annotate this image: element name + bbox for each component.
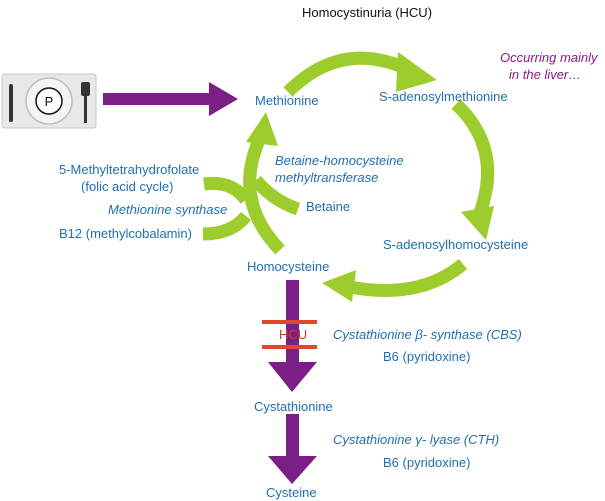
cycle-arc-hcy-to-met [243,135,285,255]
cycle-arc-sah-to-hcy [348,258,468,297]
b12-label: B12 (methylcobalamin) [59,226,192,241]
cysteine-label: Cysteine [266,485,317,500]
liver-note-line2: in the liver… [509,67,582,82]
block-bar-bottom [262,345,317,349]
mthf-label-line1: 5-Methyltetrahydrofolate [59,162,200,177]
arrowhead-methionine [246,112,278,146]
hcu-block-label: HCU [279,327,308,342]
sah-label: S-adenosylhomocysteine [383,237,529,252]
methionine-cycle [202,51,495,297]
cycle-arrowheads [246,52,494,302]
cystathionine-to-cysteine-head [268,456,317,484]
arrowhead-homocysteine [322,270,356,302]
diagram-title: Homocystinuria (HCU) [302,5,433,20]
betaine-branch [250,175,301,216]
methionine-label: Methionine [255,93,319,108]
liver-note-line1: Occurring mainly [500,50,598,65]
cycle-arc-sam-to-sah [451,99,495,221]
arrowhead-sah [461,206,494,240]
mthf-label-line2: (folic acid cycle) [81,179,174,194]
plate-letter: P [45,94,54,109]
mthf-branch [203,176,252,205]
hcy-to-cystathionine-head [268,362,317,392]
bhmt-label-line1: Betaine-homocysteine [275,153,404,168]
cbs-cofactor-label: B6 (pyridoxine) [383,349,471,364]
cth-cofactor-label: B6 (pyridoxine) [383,455,471,470]
cth-label: Cystathionine γ- lyase (CTH) [333,432,500,447]
arrowhead-sam [396,52,437,92]
b12-branch [202,211,252,241]
methionine-synthase-label: Methionine synthase [108,202,228,217]
hcu-block [262,320,317,349]
homocysteine-label: Homocysteine [247,259,330,274]
cystathionine-to-cysteine-shaft [286,414,299,458]
cystathionine-label: Cystathionine [254,399,333,414]
dietary-intake-arrow [103,82,238,116]
transsulfuration-pathway [268,280,317,484]
block-bar-top [262,320,317,324]
cbs-label: Cystathionine β- synthase (CBS) [333,327,522,342]
plate-icon [1,73,97,129]
sam-label: S-adenosylmethionine [379,89,508,104]
cycle-arc-met-to-sam [283,51,408,97]
betaine-label: Betaine [306,199,351,214]
bhmt-label-line2: methyltransferase [275,170,379,185]
